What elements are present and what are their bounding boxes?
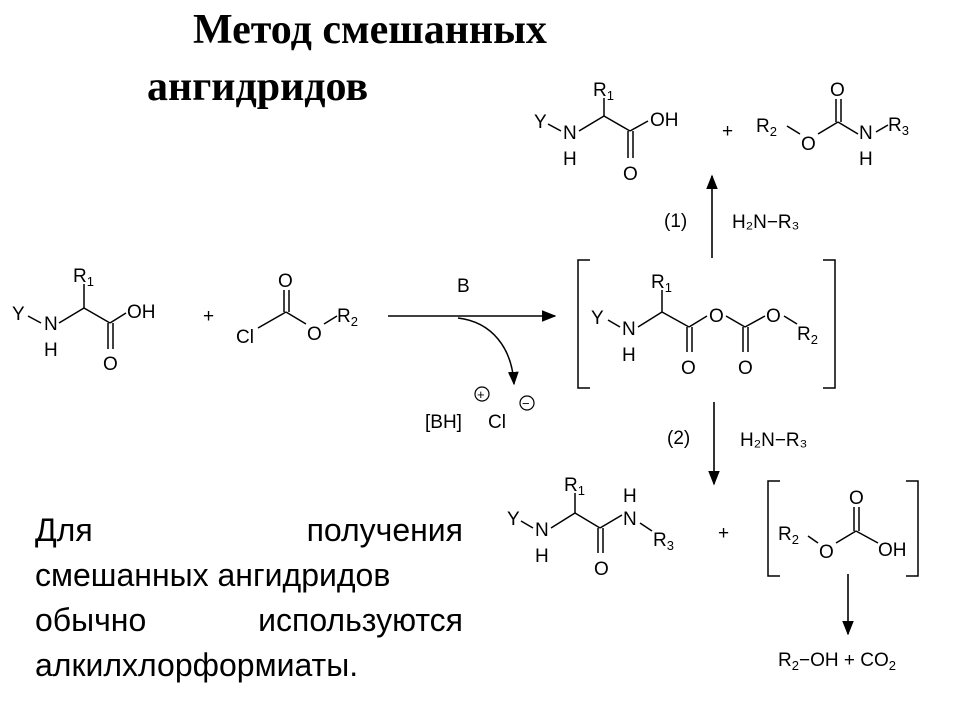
atom-n: N — [563, 123, 577, 144]
atom-h: H — [622, 345, 636, 366]
atom-r: R2 — [756, 116, 777, 139]
atom-n: N — [535, 520, 549, 541]
step-1-label: (1) — [664, 211, 687, 232]
atom-o: O — [594, 559, 609, 580]
description-line-4: алкилхлорформиаты. — [35, 643, 463, 688]
description-word: используются — [258, 602, 463, 638]
atom-r: R1 — [564, 475, 585, 498]
atom-o: O — [709, 306, 724, 327]
atom-oh: OH — [650, 110, 679, 131]
atom-oh: OH — [127, 302, 156, 323]
atom-r: R2 — [778, 524, 799, 547]
description-word: получения — [306, 512, 463, 548]
description-line-2: смешанных ангидридов — [35, 553, 463, 598]
plus-charge: + — [477, 387, 485, 402]
final-products: R2−OH + CO2 — [778, 650, 896, 673]
atom-cl: Cl — [236, 327, 254, 348]
byproduct-bh: [BH] — [425, 412, 462, 433]
atom-r: R1 — [651, 272, 672, 295]
carbamate-product — [786, 99, 889, 135]
atom-h: H — [44, 340, 58, 361]
mixed-anhydride-intermediate — [577, 259, 836, 389]
byproduct-arrow — [457, 317, 519, 386]
slide-title: Метод смешанных ангидридов — [0, 0, 960, 120]
description-word: алкилхлорформиаты. — [35, 647, 359, 683]
atom-o: O — [278, 271, 293, 292]
atom-o: O — [830, 80, 845, 101]
title-line-2: ангидридов — [147, 64, 369, 110]
base-label: B — [457, 276, 470, 297]
atom-oh: OH — [878, 540, 907, 561]
amide-product — [520, 493, 653, 553]
atom-r: R1 — [593, 80, 614, 103]
atom-r: R3 — [653, 530, 674, 553]
atom-h: H — [535, 546, 549, 567]
step-2-label: (2) — [667, 428, 690, 449]
description-line-1: Для получения — [35, 508, 463, 553]
atom-r: R3 — [888, 115, 909, 138]
atom-n: N — [859, 123, 873, 144]
atom-o: O — [681, 358, 696, 379]
atom-o: O — [819, 542, 834, 563]
atom-y: Y — [591, 308, 604, 329]
atom-r: R1 — [73, 266, 94, 289]
atom-o: O — [307, 324, 322, 345]
plus-sign: + — [718, 523, 729, 544]
atom-y: Y — [507, 509, 520, 530]
description-word: Для — [35, 512, 93, 548]
atom-o: O — [738, 358, 753, 379]
atom-o: O — [623, 164, 638, 185]
atom-n: N — [623, 509, 637, 530]
atom-n: N — [622, 319, 636, 340]
atom-h: H — [623, 486, 637, 507]
title-line-1: Метод смешанных — [193, 7, 547, 53]
plus-charge-circle — [474, 386, 490, 402]
amine-reagent-1: H₂N−R₃ — [732, 212, 799, 233]
description-word: смешанных ангидридов — [35, 557, 391, 593]
minus-charge-circle — [519, 395, 535, 411]
byproduct-cl: Cl — [488, 412, 506, 433]
atom-h: H — [563, 149, 577, 170]
atom-o: O — [849, 488, 864, 509]
atom-y: Y — [12, 304, 25, 325]
atom-r: R2 — [337, 306, 358, 329]
atom-o: O — [801, 134, 816, 155]
plus-sign: + — [203, 306, 214, 327]
top-amino-acid-product — [547, 98, 649, 158]
plus-sign: + — [722, 121, 733, 142]
description-text: Для получения смешанных ангидридов обычн… — [35, 508, 463, 688]
atom-n: N — [44, 314, 58, 335]
description-word: обычно — [35, 602, 147, 638]
chloroformate-reactant — [257, 290, 338, 329]
description-line-3: обычно используются — [35, 598, 463, 643]
atom-o: O — [766, 306, 781, 327]
amine-reagent-2: H₂N−R₃ — [740, 430, 807, 451]
atom-y: Y — [534, 112, 547, 133]
atom-r: R2 — [797, 324, 818, 347]
carbonic-monoester-intermediate — [767, 480, 919, 577]
minus-charge: − — [522, 396, 530, 411]
amino-acid-reactant — [27, 284, 127, 349]
atom-o: O — [103, 354, 118, 375]
atom-h: H — [859, 149, 873, 170]
